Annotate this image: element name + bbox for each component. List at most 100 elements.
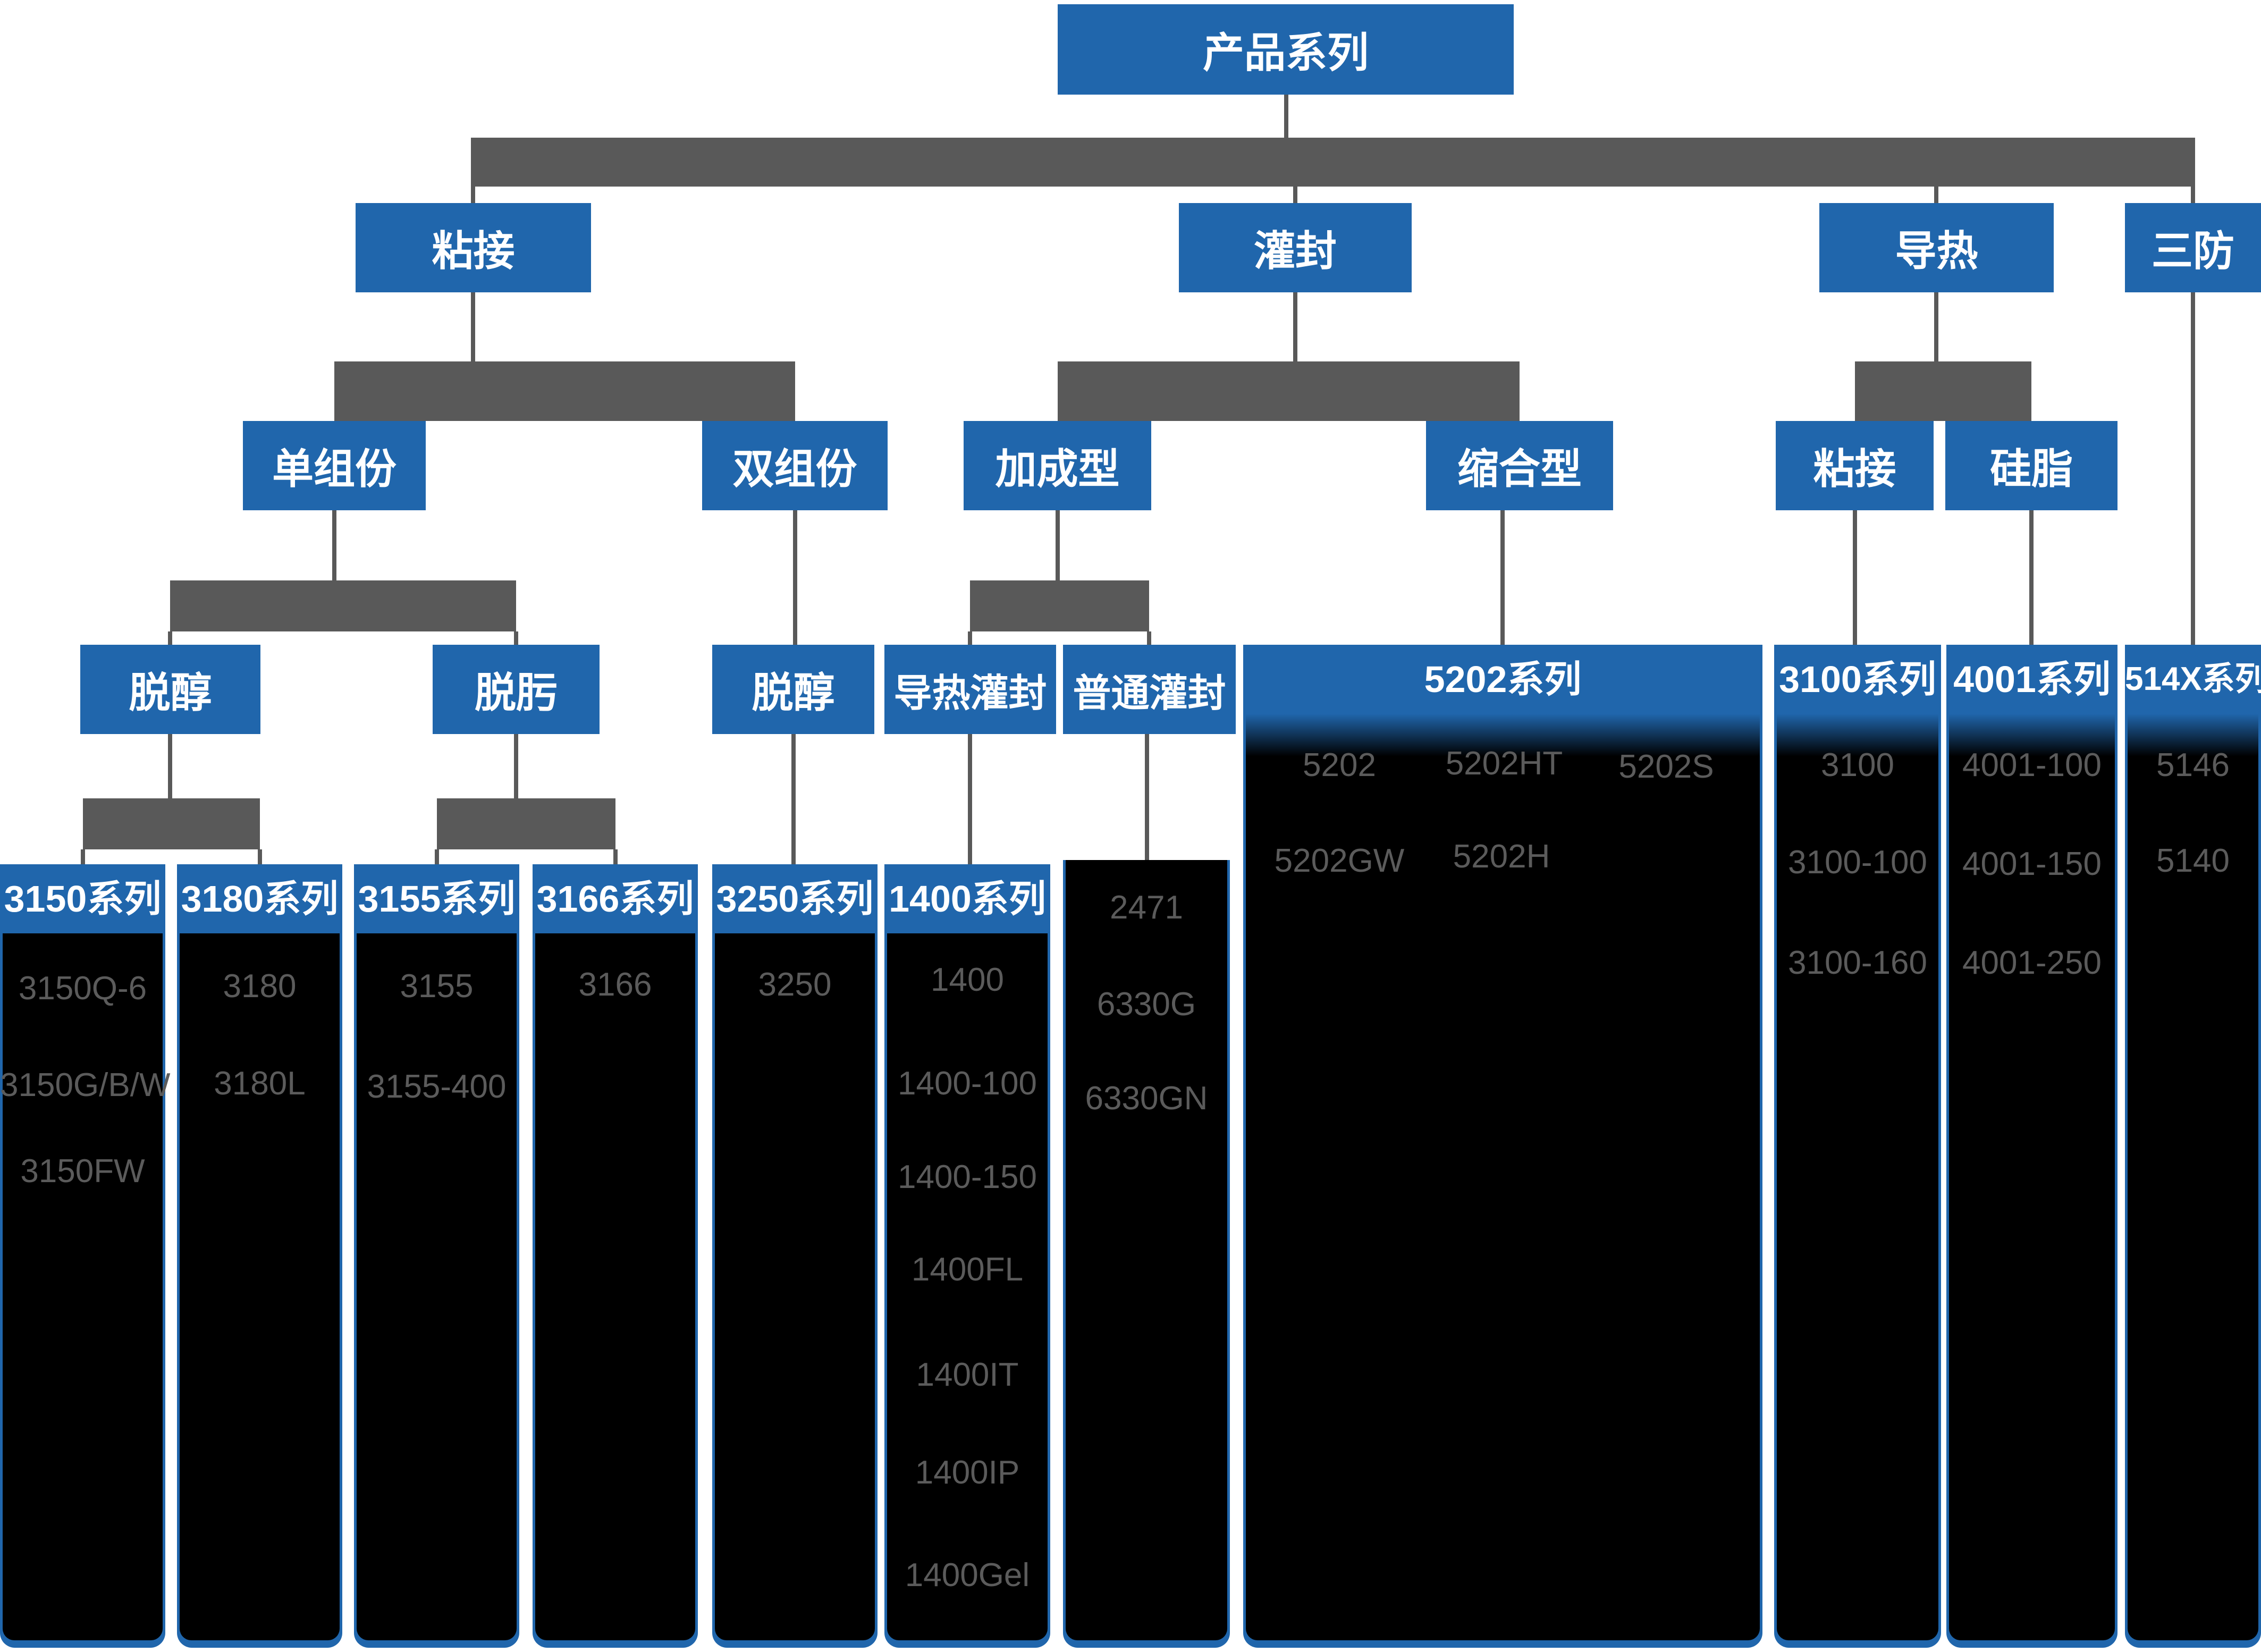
column-body bbox=[1246, 714, 1760, 1640]
node-condensation-type: 缩合型 bbox=[1426, 421, 1613, 510]
node-dealcohol-2: 脱醇 bbox=[712, 645, 874, 734]
product-label: 4001-150 bbox=[1962, 846, 2102, 882]
column-header: 3155系列 bbox=[358, 878, 516, 920]
node-two-component: 双组份 bbox=[702, 421, 888, 510]
connector-line bbox=[613, 849, 618, 864]
column-5202: 5202系列 5202 5202HT 5202S 5202GW 5202H bbox=[1243, 645, 1762, 1648]
node-general-potting: 普通灌封 bbox=[1063, 645, 1236, 734]
column-header: 3150系列 bbox=[4, 878, 162, 920]
connector-line bbox=[1293, 292, 1297, 361]
column-514x: 514X系列 5146 5140 bbox=[2125, 645, 2261, 1648]
product-label: 5202 bbox=[1303, 747, 1376, 783]
product-label: 3166 bbox=[578, 966, 652, 1003]
connector-line bbox=[793, 510, 797, 645]
column-body bbox=[1066, 860, 1227, 1640]
node-root: 产品系列 bbox=[1058, 4, 1514, 95]
column-body bbox=[1949, 714, 2115, 1640]
column-header: 3100系列 bbox=[1779, 659, 1936, 700]
column-header: 3250系列 bbox=[716, 878, 874, 920]
connector-line bbox=[332, 510, 336, 580]
connector-line bbox=[514, 631, 518, 645]
column-body bbox=[3, 933, 163, 1640]
connector-line bbox=[2191, 292, 2195, 645]
column-general-potting-products: 2471 6330G 6330GN bbox=[1063, 860, 1230, 1648]
node-root-label: 产品系列 bbox=[1202, 29, 1369, 76]
connector-line bbox=[471, 292, 475, 361]
column-body bbox=[535, 933, 695, 1640]
connector-line bbox=[471, 187, 475, 203]
product-label: 3155 bbox=[400, 968, 474, 1005]
product-label: 5140 bbox=[2156, 842, 2230, 879]
product-label: 3150Q-6 bbox=[18, 970, 147, 1007]
product-label: 3100-100 bbox=[1787, 844, 1928, 881]
node-label: 缩合型 bbox=[1457, 445, 1582, 492]
node-thermal: 导热 bbox=[1819, 203, 2054, 292]
node-silicone-grease: 硅脂 bbox=[1945, 421, 2117, 510]
node-label: 脱醇 bbox=[752, 669, 835, 716]
product-label: 3150G/B/W bbox=[0, 1067, 171, 1103]
product-label: 1400IT bbox=[916, 1356, 1019, 1393]
connector-bar-potting bbox=[1058, 361, 1520, 421]
product-label: 5146 bbox=[2156, 747, 2230, 783]
product-label: 3180 bbox=[223, 968, 297, 1005]
node-addition-type: 加成型 bbox=[964, 421, 1151, 510]
connector-line bbox=[968, 734, 972, 864]
node-label: 硅脂 bbox=[1989, 445, 2073, 492]
column-3250: 3250系列 3250 bbox=[712, 864, 878, 1648]
column-body bbox=[715, 933, 875, 1640]
connector-line bbox=[168, 734, 172, 798]
product-label: 6330GN bbox=[1085, 1080, 1208, 1117]
connector-line bbox=[2191, 187, 2195, 203]
node-dealcohol-1: 脱醇 bbox=[80, 645, 260, 734]
connector-line bbox=[514, 734, 518, 798]
node-label: 脱肟 bbox=[474, 669, 558, 716]
node-label: 灌封 bbox=[1253, 227, 1337, 274]
column-body bbox=[2128, 714, 2258, 1640]
connector-bar-deoxime bbox=[437, 798, 615, 849]
node-label: 粘接 bbox=[432, 227, 515, 274]
connector-line bbox=[1147, 631, 1151, 645]
product-label: 3100 bbox=[1821, 747, 1894, 783]
node-label: 导热 bbox=[1895, 227, 1978, 274]
column-3150: 3150系列 3150Q-6 3150G/B/W 3150FW bbox=[0, 864, 171, 1648]
connector-line bbox=[791, 734, 796, 864]
product-label: 1400 bbox=[931, 962, 1004, 998]
connector-line bbox=[1284, 94, 1288, 138]
node-three-proof: 三防 bbox=[2125, 203, 2261, 292]
product-label: 5202H bbox=[1453, 838, 1550, 875]
connector-bar-dealcohol bbox=[83, 798, 260, 849]
column-body bbox=[887, 933, 1048, 1640]
connector-line bbox=[1853, 510, 1857, 645]
product-label: 1400-150 bbox=[897, 1159, 1037, 1195]
column-header: 5202系列 bbox=[1424, 659, 1582, 700]
node-bonding: 粘接 bbox=[356, 203, 591, 292]
node-label: 导热灌封 bbox=[893, 672, 1047, 715]
connector-line bbox=[81, 849, 85, 864]
product-label: 5202GW bbox=[1274, 842, 1405, 879]
column-header: 4001系列 bbox=[1953, 659, 2111, 700]
product-label: 1400-100 bbox=[897, 1065, 1037, 1102]
connector-line bbox=[1293, 187, 1297, 203]
product-label: 4001-250 bbox=[1962, 945, 2102, 981]
node-deoxime: 脱肟 bbox=[433, 645, 600, 734]
connector-line bbox=[1145, 734, 1149, 860]
connector-line bbox=[968, 631, 972, 645]
connector-line bbox=[1056, 510, 1060, 580]
product-label: 4001-100 bbox=[1962, 747, 2102, 783]
connector-line bbox=[435, 849, 439, 864]
product-label: 6330G bbox=[1096, 986, 1196, 1023]
connector-bar-one-component bbox=[170, 580, 516, 631]
connector-line bbox=[1934, 187, 1938, 203]
column-body bbox=[1777, 714, 1938, 1640]
column-header: 3166系列 bbox=[536, 878, 694, 920]
connector-bar-bonding bbox=[334, 361, 795, 421]
connector-line bbox=[1500, 510, 1505, 645]
node-potting: 灌封 bbox=[1179, 203, 1412, 292]
column-3100: 3100系列 3100 3100-100 3100-160 bbox=[1774, 645, 1941, 1648]
product-label: 3250 bbox=[758, 966, 832, 1003]
product-label: 5202HT bbox=[1445, 745, 1563, 782]
connector-line bbox=[258, 849, 262, 864]
column-header: 3180系列 bbox=[181, 878, 339, 920]
connector-bar-addition bbox=[970, 580, 1149, 631]
node-thermal-potting: 导热灌封 bbox=[884, 645, 1056, 734]
